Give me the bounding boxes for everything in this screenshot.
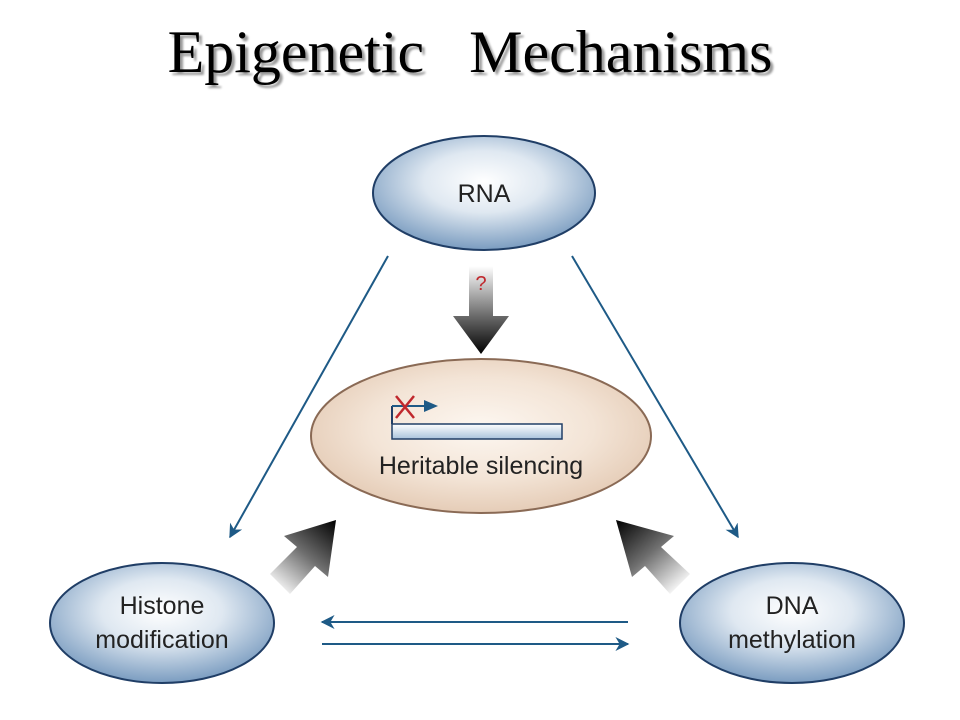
arrow-rna-to-dna — [571, 255, 739, 539]
histone-label-line2: modification — [95, 626, 228, 654]
rna-node — [372, 135, 596, 251]
question-mark: ? — [475, 273, 486, 295]
rna-label: RNA — [458, 180, 511, 208]
slide-title: Epigenetic Mechanisms — [167, 19, 773, 85]
heritable-silencing-label: Heritable silencing — [379, 452, 583, 480]
fat-arrow-histone-to-silencing — [270, 520, 336, 594]
dna-label-line1: DNA — [766, 592, 819, 620]
dna-label-line2: methylation — [728, 626, 856, 654]
histone-label-line1: Histone — [120, 592, 205, 620]
fat-arrow-rna-to-silencing — [453, 266, 509, 354]
arrow-rna-to-histone — [229, 255, 389, 539]
histone-modification-node — [49, 562, 275, 684]
fat-arrow-dna-to-silencing — [616, 520, 690, 594]
silenced-gene-icon — [391, 395, 563, 440]
dna-methylation-node — [679, 562, 905, 684]
